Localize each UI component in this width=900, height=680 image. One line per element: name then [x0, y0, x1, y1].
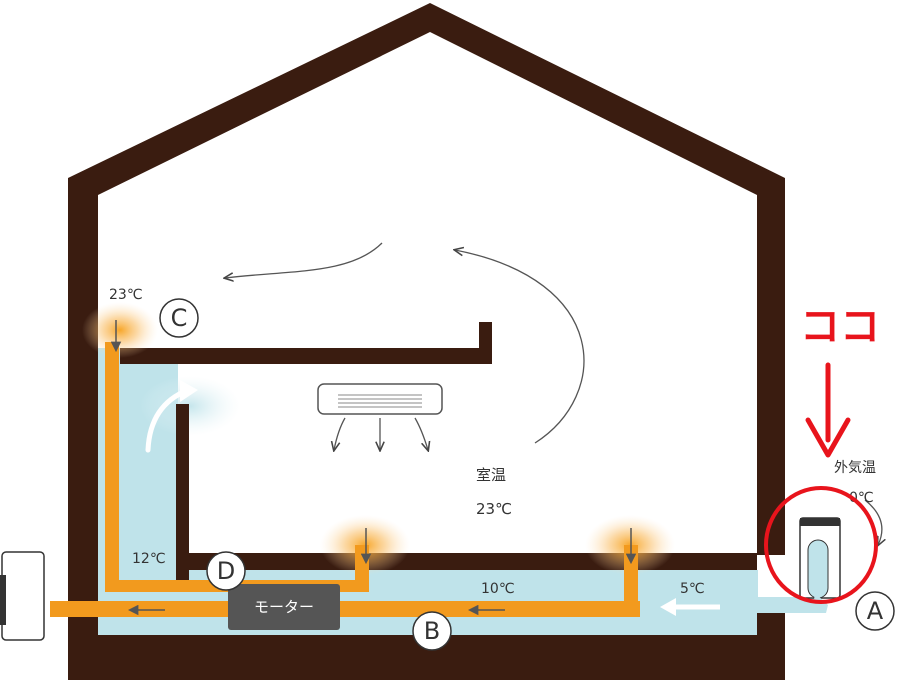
a-temp-label: 5℃: [680, 581, 705, 597]
room-temp: 23℃: [476, 500, 512, 518]
outdoor-unit: [0, 551, 45, 641]
highlight-circle: [764, 486, 878, 604]
c-temp-label: 23℃: [109, 287, 143, 303]
orange-duct: [50, 342, 640, 617]
marker-d-letter: D: [217, 557, 235, 585]
marker-b: B: [412, 611, 452, 651]
d-temp-label: 12℃: [132, 551, 166, 567]
room-label: 室温: [476, 466, 506, 484]
room-circulation-arrows: [225, 242, 882, 545]
motor-label: モーター: [254, 598, 314, 616]
koko-label: ココ: [800, 304, 880, 350]
duct-flow-arrows: [110, 320, 637, 616]
white-air-arrows: [145, 380, 720, 616]
marker-c: C: [159, 298, 199, 338]
air-conditioner: [317, 383, 443, 450]
marker-a-letter: A: [867, 597, 884, 625]
marker-a: A: [855, 591, 895, 631]
outside-label: 外気温: [834, 460, 876, 476]
marker-d: D: [206, 551, 246, 591]
red-annotation: ココ: [764, 304, 880, 604]
marker-b-letter: B: [424, 617, 440, 645]
b-temp-label: 10℃: [481, 581, 515, 597]
marker-c-letter: C: [171, 304, 188, 332]
motor-unit: モーター: [228, 584, 340, 630]
